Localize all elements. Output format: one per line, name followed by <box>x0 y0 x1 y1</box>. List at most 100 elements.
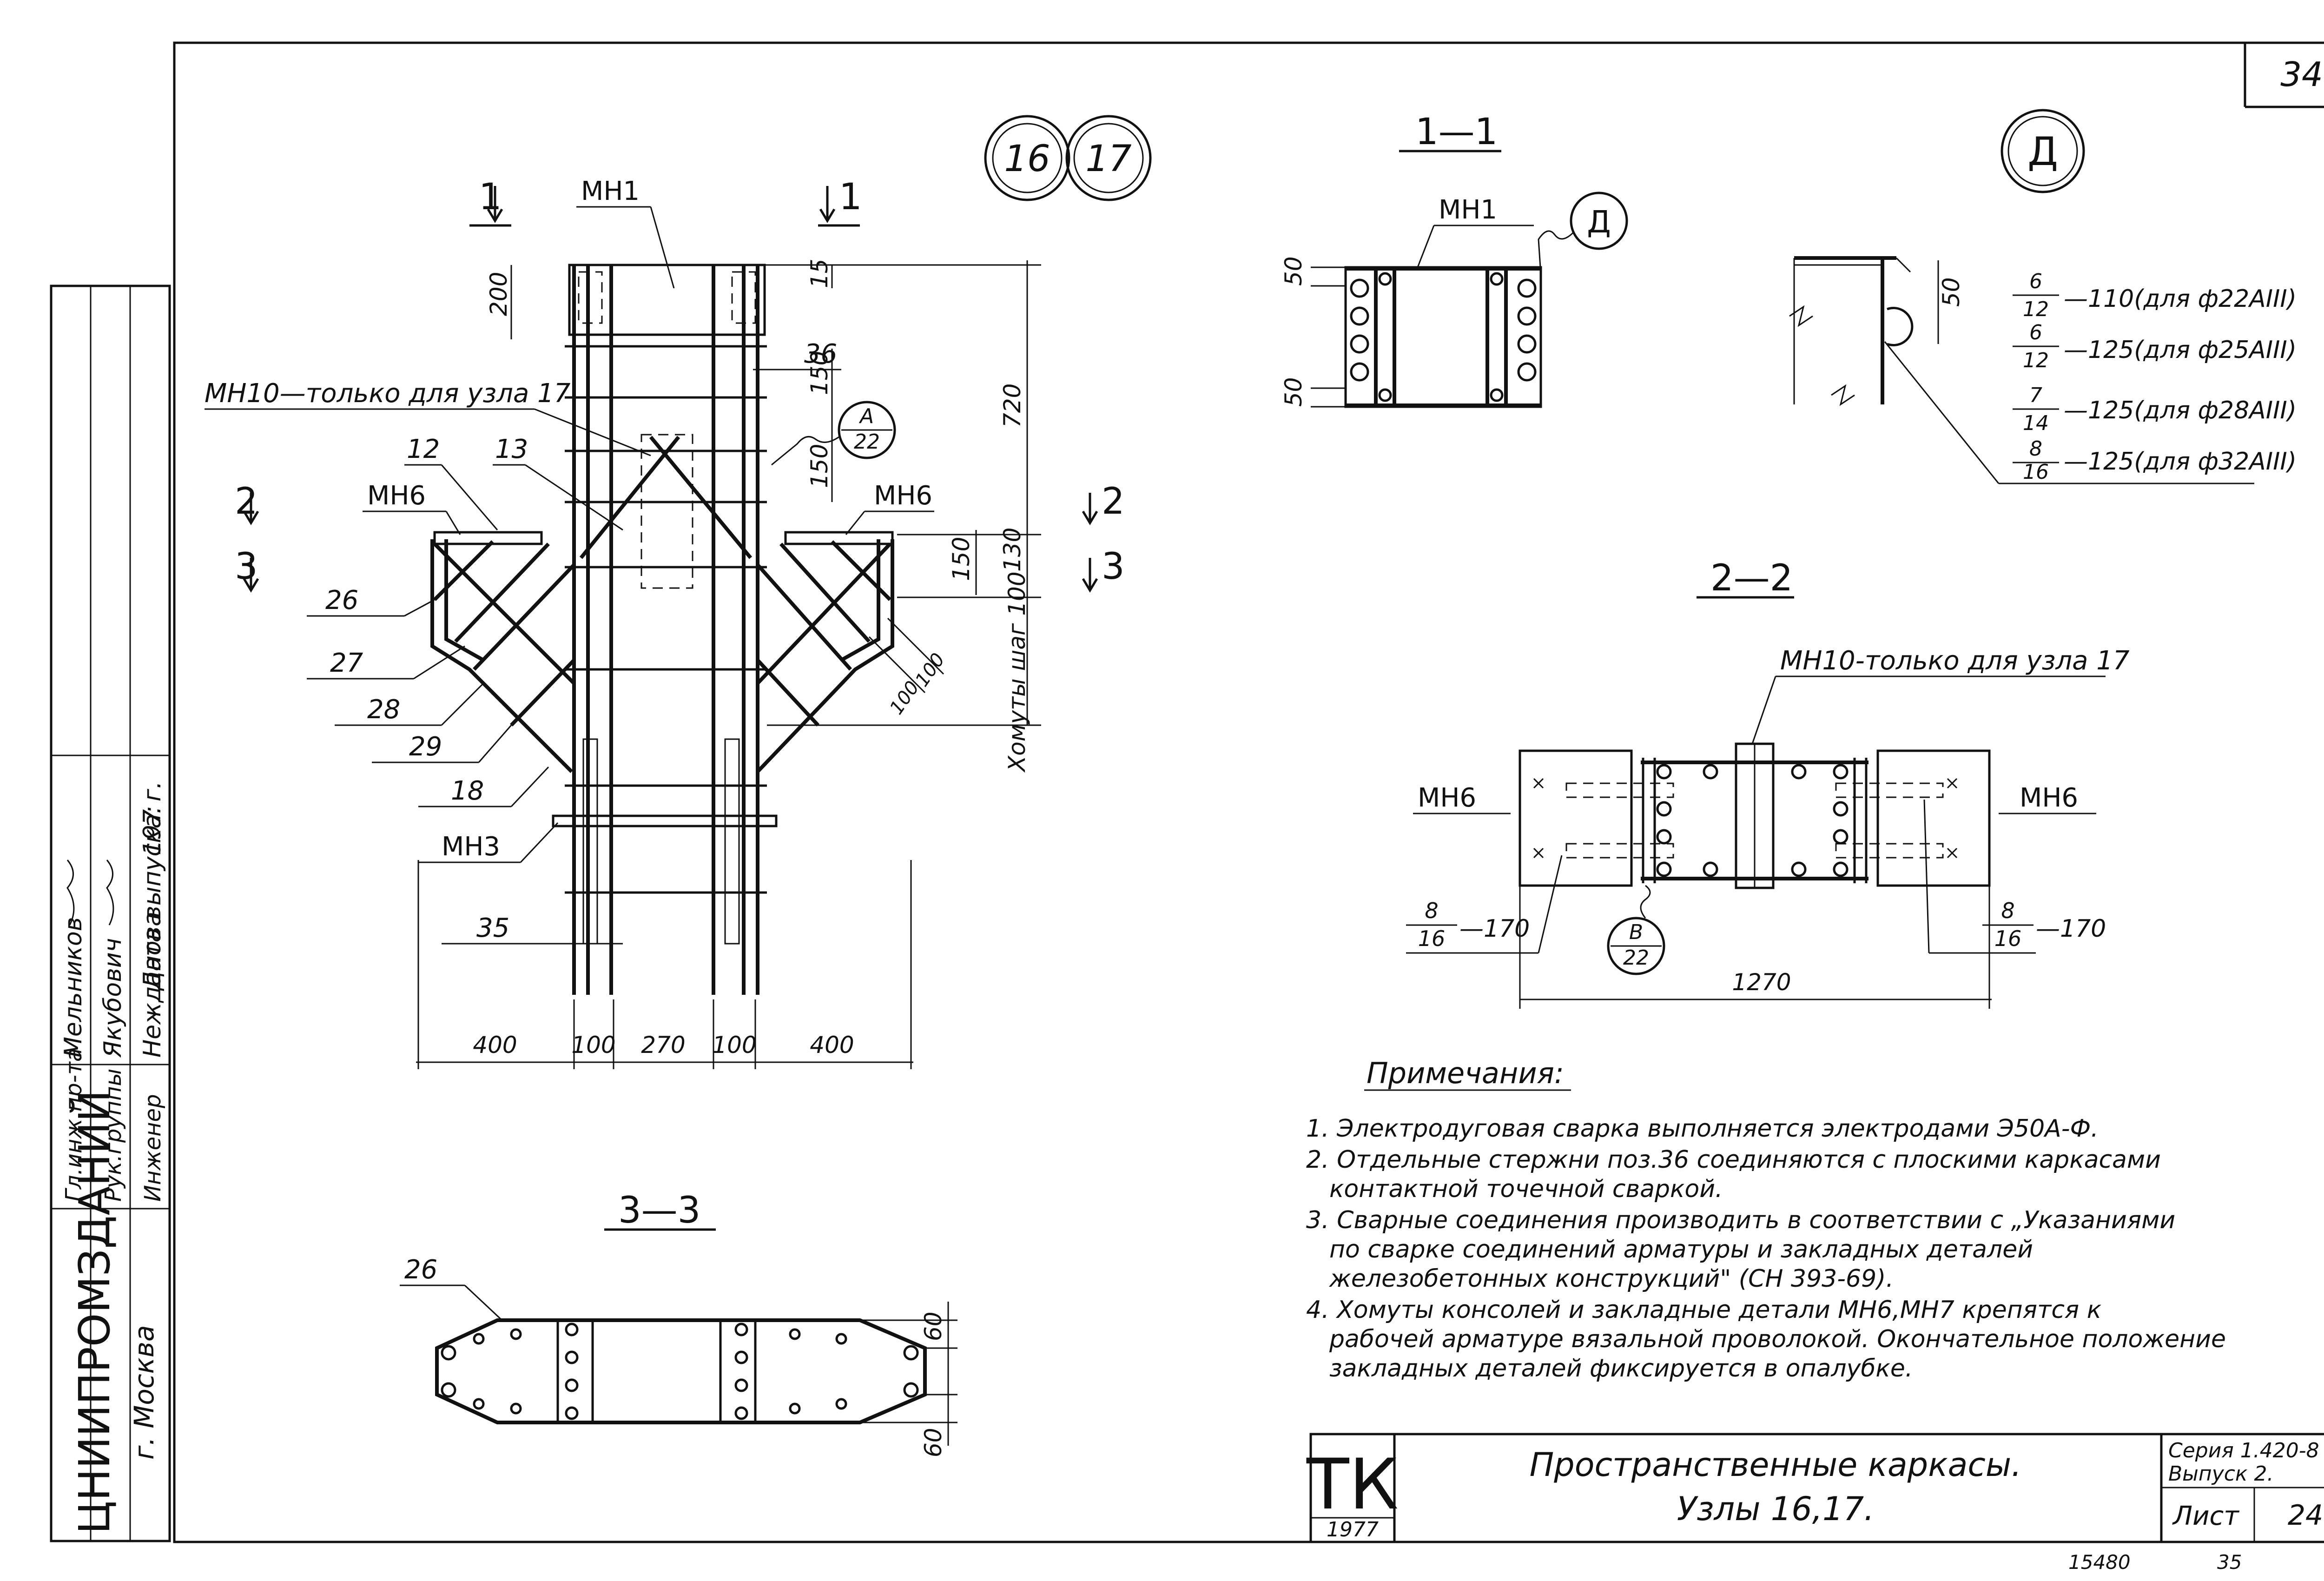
drawing-label: МН1 <box>581 176 640 206</box>
drawing-label: 4. Хомуты консолей и закладные детали МН… <box>1306 1296 2102 1324</box>
drawing-label: МН6 <box>874 481 932 511</box>
drawing-label: 13 <box>495 434 528 464</box>
node-circle-17: 17 <box>1065 115 1152 201</box>
node-circle-16: 16 <box>984 115 1070 201</box>
drawing-label: 22 <box>1623 946 1649 970</box>
drawing-label: —170 <box>1459 915 1530 943</box>
stamp-name-3: Неждановa <box>139 912 166 1058</box>
tk-mark: ТК <box>1306 1444 1399 1525</box>
drawing-label: 150 <box>806 351 833 395</box>
footer-right: 35 <box>2217 1551 2242 1574</box>
drawing-label: 2. Отдельные стержни поз.36 соединяются … <box>1306 1146 2161 1174</box>
drawing-label: рабочей арматуре вязальной проволокой. О… <box>1329 1325 2226 1353</box>
drawing-label: 3 <box>1102 546 1125 588</box>
sheet-title-1: Пространственные каркасы. <box>1530 1446 2022 1484</box>
drawing-label: 28 <box>367 695 400 725</box>
drawing-label: 400 <box>810 1032 854 1058</box>
drawing-label: 1. Электродуговая сварка выполняется эле… <box>1306 1115 2099 1143</box>
drawing-label: 6 <box>2029 321 2042 344</box>
stamp-name-1: Мельников <box>59 917 87 1058</box>
drawing-label: 12 <box>407 434 440 464</box>
sheet-title-2: Узлы 16,17. <box>1677 1490 1875 1528</box>
drawing-label: 8 <box>1425 898 1438 923</box>
drawing-label: 12 <box>2023 349 2049 372</box>
title-block: ТК 1977 Пространственные каркасы. Узлы 1… <box>1306 1433 2324 1543</box>
page-number: 34 <box>2280 55 2323 94</box>
drawing-label: 12 <box>2023 298 2049 321</box>
drawing-label: —170 <box>2036 915 2106 943</box>
section-3-3: 3—3 26 60 60 <box>400 1190 957 1457</box>
drawing-label: 50 <box>1280 377 1307 407</box>
drawing-label: МН6 <box>367 481 426 511</box>
stamp-org: ЦНИИПРОМЗДАНИЙ <box>69 1090 119 1534</box>
drawing-label: 50 <box>1280 256 1307 286</box>
drawing-label: контактной точечной сваркой. <box>1329 1175 1723 1203</box>
drawing-label: Д <box>1587 204 1611 240</box>
drawing-label: 50 <box>1938 277 1965 307</box>
drawing-label: 22 <box>854 430 880 454</box>
drawing-label: —110(для ф22АIII) <box>2064 285 2297 313</box>
notes: Примечания: 1. Электродуговая сварка вып… <box>1306 1056 2226 1383</box>
drawing-label: 1270 <box>1732 969 1791 996</box>
drawing-label: Д <box>2027 129 2058 174</box>
drawing-label: 8 <box>2029 437 2042 461</box>
drawing-label: по сварке соединений арматуры и закладны… <box>1329 1236 2033 1263</box>
drawing-label: 720 <box>999 384 1026 428</box>
drawing-label: 270 <box>641 1032 685 1058</box>
drawing-label: 16 <box>1004 138 1050 180</box>
stamp-name-2: Якубович <box>99 938 127 1058</box>
stamp-role-1: Гл.инж.пр-та <box>61 1048 87 1202</box>
drawing-label: железобетонных конструкций" (СН 393-69). <box>1329 1265 1894 1293</box>
section-1-1: 1—1 МН1 50 50 Д <box>1280 111 1628 408</box>
drawing-label: 100 <box>712 1032 756 1058</box>
drawing-label: 17 <box>1085 138 1131 180</box>
outer-frame <box>173 41 2324 1543</box>
drawing-label: 2 <box>1102 481 1125 523</box>
drawing-label: 14 <box>2023 411 2049 435</box>
drawing-label: 6 <box>2029 270 2042 293</box>
drawing-label: 18 <box>451 776 484 806</box>
sheet-label: Лист <box>2172 1501 2239 1531</box>
sheet-number: 24 <box>2288 1499 2323 1532</box>
stamp-date: Дата выпуска: <box>139 806 166 991</box>
drawing-label: 150 <box>806 444 833 488</box>
drawing-label: 1—1 <box>1415 111 1498 153</box>
drawing-label: 7 <box>2029 384 2042 407</box>
main-view: 1 1 2 3 2 3 МН1 <box>205 176 1125 1069</box>
drawing-label: 29 <box>409 732 442 762</box>
detail-d: Д 50 6 12 —110(для ф22АIII) 6 12 —125(дл… <box>1789 109 2297 484</box>
drawing-label: 2—2 <box>1710 557 1793 599</box>
drawing-label: 26 <box>404 1255 437 1285</box>
stamp-role-3: Инженер <box>140 1094 166 1202</box>
drawing-label: 35 <box>476 913 509 943</box>
stamp-city: г. Москва <box>128 1325 160 1460</box>
stamp: ЦНИИПРОМЗДАНИЙ г. Москва Гл.инж.пр-та Ру… <box>50 284 171 1542</box>
section-2-2: 2—2 МН10-только для узла 17 <box>1406 557 2130 1009</box>
tk-year: 1977 <box>1327 1518 1379 1541</box>
drawing-label: —125(для ф28АIII) <box>2064 397 2297 424</box>
drawing-label: 3—3 <box>618 1190 700 1231</box>
stamp-role-2: Рук.группы <box>100 1069 126 1202</box>
stamp-date-value: 197 г. <box>139 781 166 855</box>
drawing-label: 27 <box>330 648 363 678</box>
notes-title: Примечания: <box>1367 1056 1564 1090</box>
drawing-label: 16 <box>1418 926 1446 951</box>
drawing-label: 150 <box>948 537 975 581</box>
drawing-label: 26 <box>325 585 358 615</box>
drawing-label: 1 <box>839 176 862 218</box>
drawing-label: МН10-только для узла 17 <box>1780 646 2130 676</box>
drawing-label: —125(для ф32АIII) <box>2064 448 2297 476</box>
drawing-label: 15 <box>806 258 833 288</box>
drawing-label: А <box>858 404 874 428</box>
drawing-label: 8 <box>2001 898 2014 923</box>
drawing-label: —125(для ф25АIII) <box>2064 336 2297 364</box>
drawing-label: 16 <box>2023 460 2049 484</box>
series: Серия 1.420-8 <box>2168 1439 2319 1462</box>
drawing-label: 400 <box>473 1032 517 1058</box>
footer-left: 15480 <box>2068 1551 2131 1574</box>
drawing-label: 16 <box>1994 926 2022 951</box>
drawing-label: МН10—только для узла 17 <box>205 378 571 409</box>
drawing-label: В <box>1629 920 1643 944</box>
drawing-label: МН3 <box>442 832 500 862</box>
drawing-label: 60 <box>920 1428 947 1457</box>
